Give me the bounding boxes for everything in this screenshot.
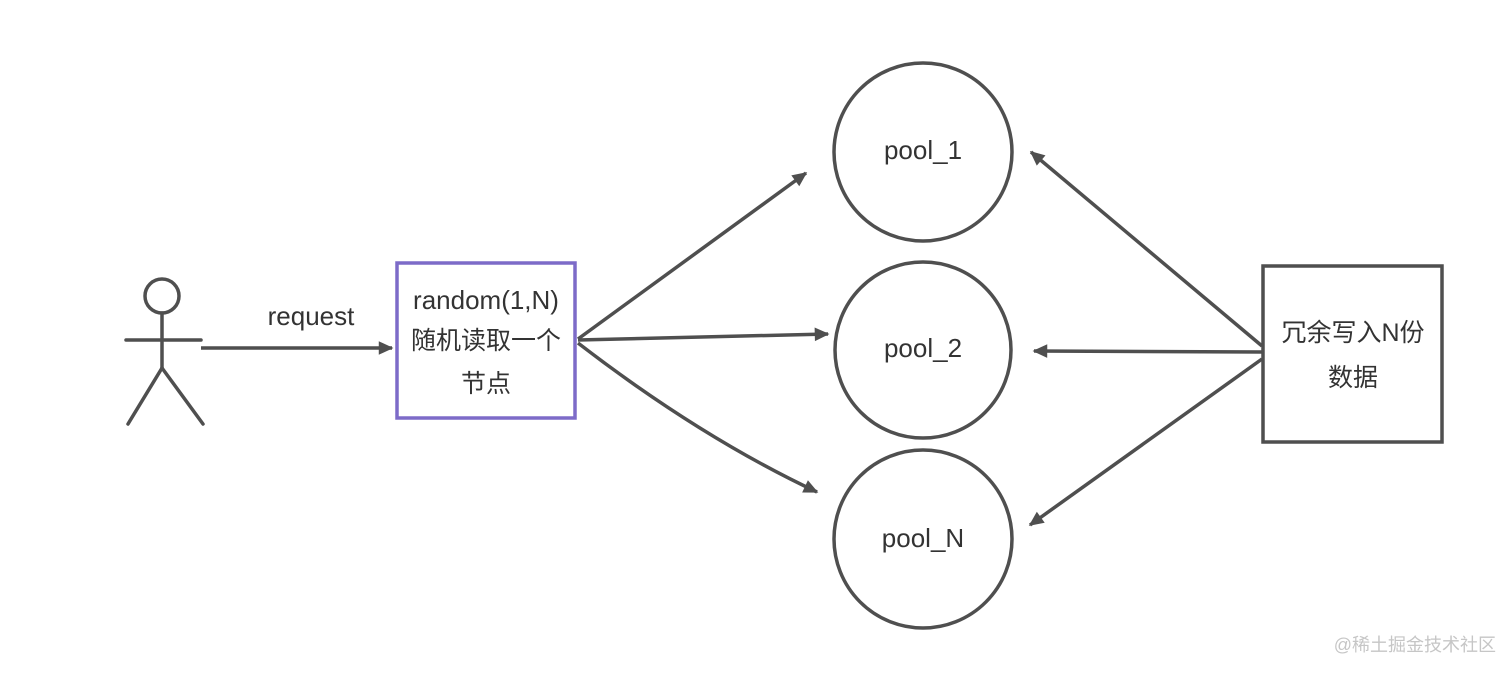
- redundant-write-box-border: [1261, 264, 1444, 444]
- pool-2-label: pool_2: [884, 333, 962, 363]
- pool-n-label: pool_N: [882, 523, 964, 553]
- edge-write-pool2: [1032, 344, 1263, 358]
- pool-1-circle: [832, 61, 1014, 243]
- random-read-box-line1: random(1,N): [413, 285, 559, 315]
- actor-leg-left: [126, 366, 164, 426]
- pool-n-node: pool_N: [832, 448, 1014, 630]
- redundant-write-box-line2: 数据: [1328, 364, 1378, 392]
- random-read-box-border: [395, 261, 577, 420]
- pool-1-node: pool_1: [832, 61, 1014, 243]
- edge-write-pool1: [1029, 150, 1264, 348]
- pool-n-circle: [832, 448, 1014, 630]
- edge-write-poolN: [1028, 357, 1264, 527]
- random-read-box-line3: 节点: [461, 370, 511, 398]
- pool-2-circle: [833, 260, 1013, 440]
- edge-read-pool1: [576, 171, 808, 341]
- actor-head-icon: [143, 277, 181, 315]
- edge-read-pool2: [577, 327, 830, 342]
- redundant-write-box-line1: 冗余写入N份: [1281, 319, 1424, 347]
- pool-1-label: pool_1: [884, 135, 962, 165]
- pool-2-node: pool_2: [833, 260, 1013, 440]
- random-read-box: random(1,N) 随机读取一个 节点: [395, 261, 577, 420]
- redundant-write-box: 冗余写入N份 数据: [1261, 264, 1444, 444]
- random-read-box-line2: 随机读取一个: [411, 327, 561, 355]
- actor-leg-right: [160, 366, 205, 426]
- watermark: @稀土掘金技术社区: [1334, 635, 1496, 655]
- request-label: request: [268, 301, 355, 331]
- user-actor: [124, 277, 205, 426]
- edge-read-poolN: [576, 341, 819, 494]
